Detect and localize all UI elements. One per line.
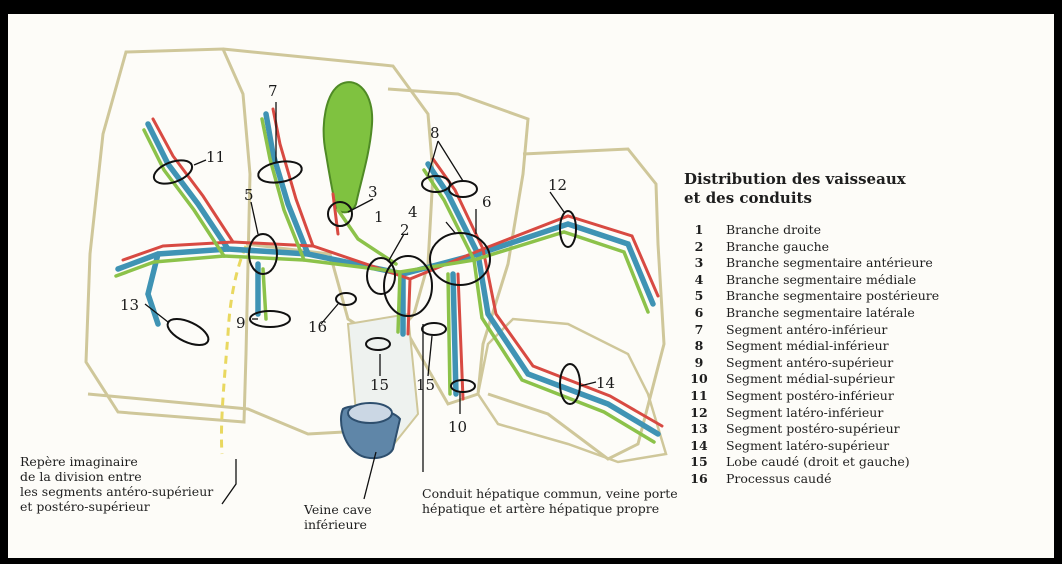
legend-title-line2: et des conduits: [684, 189, 1054, 208]
legend-item-label: Segment latéro-supérieur: [714, 438, 889, 455]
legend-item-number: 9: [684, 355, 714, 372]
legend-title-line1: Distribution des vaisseaux: [684, 170, 1054, 189]
legend-item-number: 7: [684, 322, 714, 339]
ring-1: [367, 258, 395, 294]
label-2: 2: [400, 221, 410, 239]
label-12: 12: [548, 176, 567, 194]
legend-item-label: Branche segmentaire antérieure: [714, 255, 933, 272]
legend-item-label: Segment latéro-inférieur: [714, 405, 883, 422]
legend-item: 8Segment médial-inférieur: [684, 338, 1054, 355]
legend-item-number: 12: [684, 405, 714, 422]
legend-item-label: Branche gauche: [714, 239, 829, 256]
caption-repere-line1: Repère imaginaire: [20, 454, 260, 469]
legend-item-label: Segment postéro-supérieur: [714, 421, 900, 438]
legend-item-number: 14: [684, 438, 714, 455]
legend-item-number: 16: [684, 471, 714, 488]
caption-veine-cave-line1: Veine cave: [304, 502, 414, 517]
ring-15b: [422, 323, 446, 335]
legend-item-label: Segment postéro-inférieur: [714, 388, 894, 405]
caption-repere-line2: de la division entre: [20, 469, 260, 484]
label-4: 4: [408, 203, 418, 221]
label-11: 11: [206, 148, 225, 166]
legend-item-label: Processus caudé: [714, 471, 831, 488]
label-8: 8: [430, 124, 440, 142]
legend-item-number: 2: [684, 239, 714, 256]
legend-item-number: 6: [684, 305, 714, 322]
caption-conduit-line2: hépatique et artère hépatique propre: [422, 501, 742, 516]
figure-canvas: 11 7 5 3 1 2 4 8 6 12 13 9 16 14 15 15 1…: [8, 14, 1054, 558]
label-6: 6: [482, 193, 492, 211]
legend-item-number: 1: [684, 222, 714, 239]
legend-item-label: Segment médial-inférieur: [714, 338, 889, 355]
ring-13: [164, 314, 212, 351]
caption-repere-imaginaire: Repère imaginaire de la division entre l…: [20, 454, 260, 514]
caption-repere-line4: et postéro-supérieur: [20, 499, 260, 514]
caption-veine-cave-line2: inférieure: [304, 517, 414, 532]
legend: Distribution des vaisseaux et des condui…: [684, 170, 1054, 488]
legend-item-number: 13: [684, 421, 714, 438]
legend-item: 15Lobe caudé (droit et gauche): [684, 454, 1054, 471]
legend-item-label: Segment antéro-inférieur: [714, 322, 887, 339]
legend-item-number: 8: [684, 338, 714, 355]
caption-veine-cave: Veine cave inférieure: [304, 502, 414, 532]
legend-item-number: 11: [684, 388, 714, 405]
legend-item-label: Segment antéro-supérieur: [714, 355, 893, 372]
caption-repere-line3: les segments antéro-supérieur: [20, 484, 260, 499]
label-3: 3: [368, 183, 378, 201]
legend-item-label: Branche droite: [714, 222, 821, 239]
label-1: 1: [374, 208, 384, 226]
legend-item-number: 3: [684, 255, 714, 272]
legend-item-label: Lobe caudé (droit et gauche): [714, 454, 910, 471]
label-9: 9: [236, 314, 246, 332]
right-posterior-segment-outline: [86, 49, 250, 422]
legend-item-label: Branche segmentaire postérieure: [714, 288, 939, 305]
legend-item-label: Branche segmentaire médiale: [714, 272, 916, 289]
caption-conduit-hepatique: Conduit hépatique commun, veine porte hé…: [422, 486, 742, 516]
label-15-right: 15: [370, 376, 389, 394]
label-14: 14: [596, 374, 615, 392]
label-15-left: 15: [416, 376, 435, 394]
label-10: 10: [448, 418, 467, 436]
legend-title: Distribution des vaisseaux et des condui…: [684, 170, 1054, 208]
label-13: 13: [120, 296, 139, 314]
legend-item-label: Segment médial-supérieur: [714, 371, 894, 388]
legend-item-number: 5: [684, 288, 714, 305]
caption-conduit-line1: Conduit hépatique commun, veine porte: [422, 486, 742, 501]
ring-16: [336, 293, 356, 305]
gallbladder: [324, 82, 372, 212]
legend-item-number: 10: [684, 371, 714, 388]
legend-item-number: 4: [684, 272, 714, 289]
label-16: 16: [308, 318, 327, 336]
label-7: 7: [268, 82, 278, 100]
label-5: 5: [244, 186, 254, 204]
legend-item-number: 15: [684, 454, 714, 471]
vena-cava-opening: [348, 403, 392, 423]
legend-item-label: Branche segmentaire latérale: [714, 305, 915, 322]
legend-item: 16Processus caudé: [684, 471, 1054, 488]
